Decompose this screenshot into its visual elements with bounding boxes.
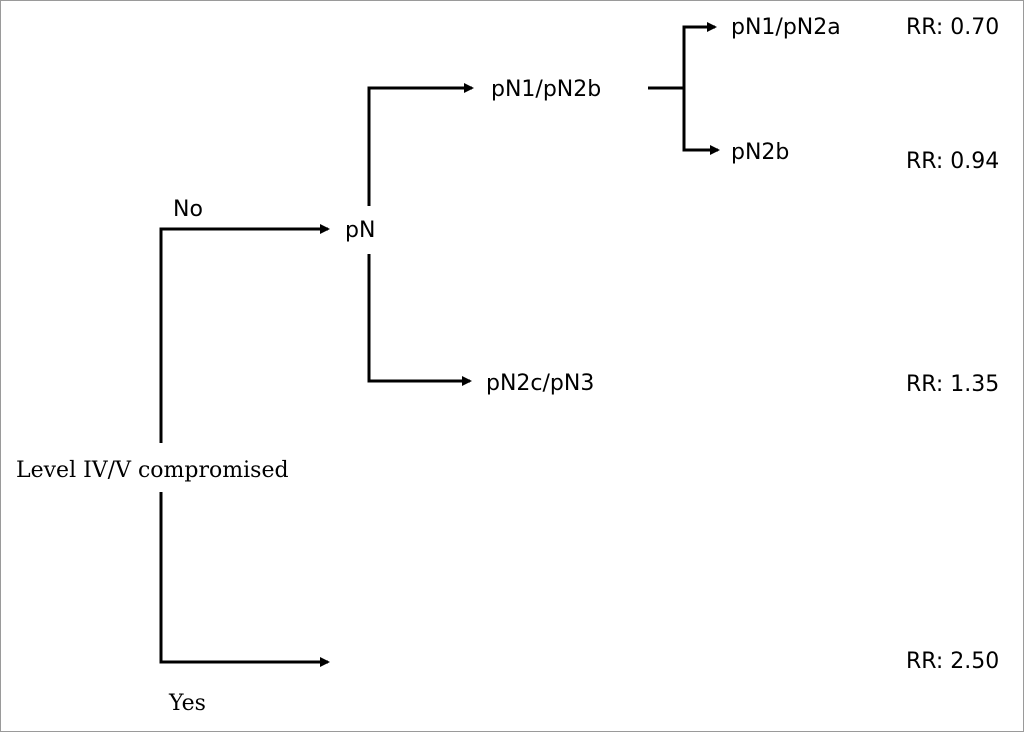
rr-yes: RR: 2.50	[906, 649, 1000, 674]
edge-to-pn2b	[682, 88, 720, 155]
node-pn: pN	[345, 218, 376, 243]
node-pn2c-pn3: pN2c/pN3	[486, 371, 595, 396]
root-node-label: Level IV/V compromised	[16, 458, 289, 483]
rr-pn2c-pn3: RR: 1.35	[906, 372, 1000, 397]
edge-pn-to-pn2c-pn3	[367, 254, 472, 386]
rr-pn1-pn2a: RR: 0.70	[906, 15, 1000, 40]
node-pn2b: pN2b	[731, 140, 790, 165]
edge-to-pn1-pn2a	[682, 22, 717, 150]
node-pn1-pn2a: pN1/pN2a	[731, 15, 841, 40]
branch-no-label: No	[173, 197, 203, 222]
node-pn1-pn2b: pN1/pN2b	[491, 77, 602, 102]
rr-pn2b: RR: 0.94	[906, 149, 1000, 174]
edge-pn-to-pn1-pn2b	[367, 83, 474, 206]
edge-root-to-pn	[159, 224, 330, 443]
edge-root-to-yes	[159, 492, 330, 667]
branch-yes-label: Yes	[169, 691, 206, 716]
